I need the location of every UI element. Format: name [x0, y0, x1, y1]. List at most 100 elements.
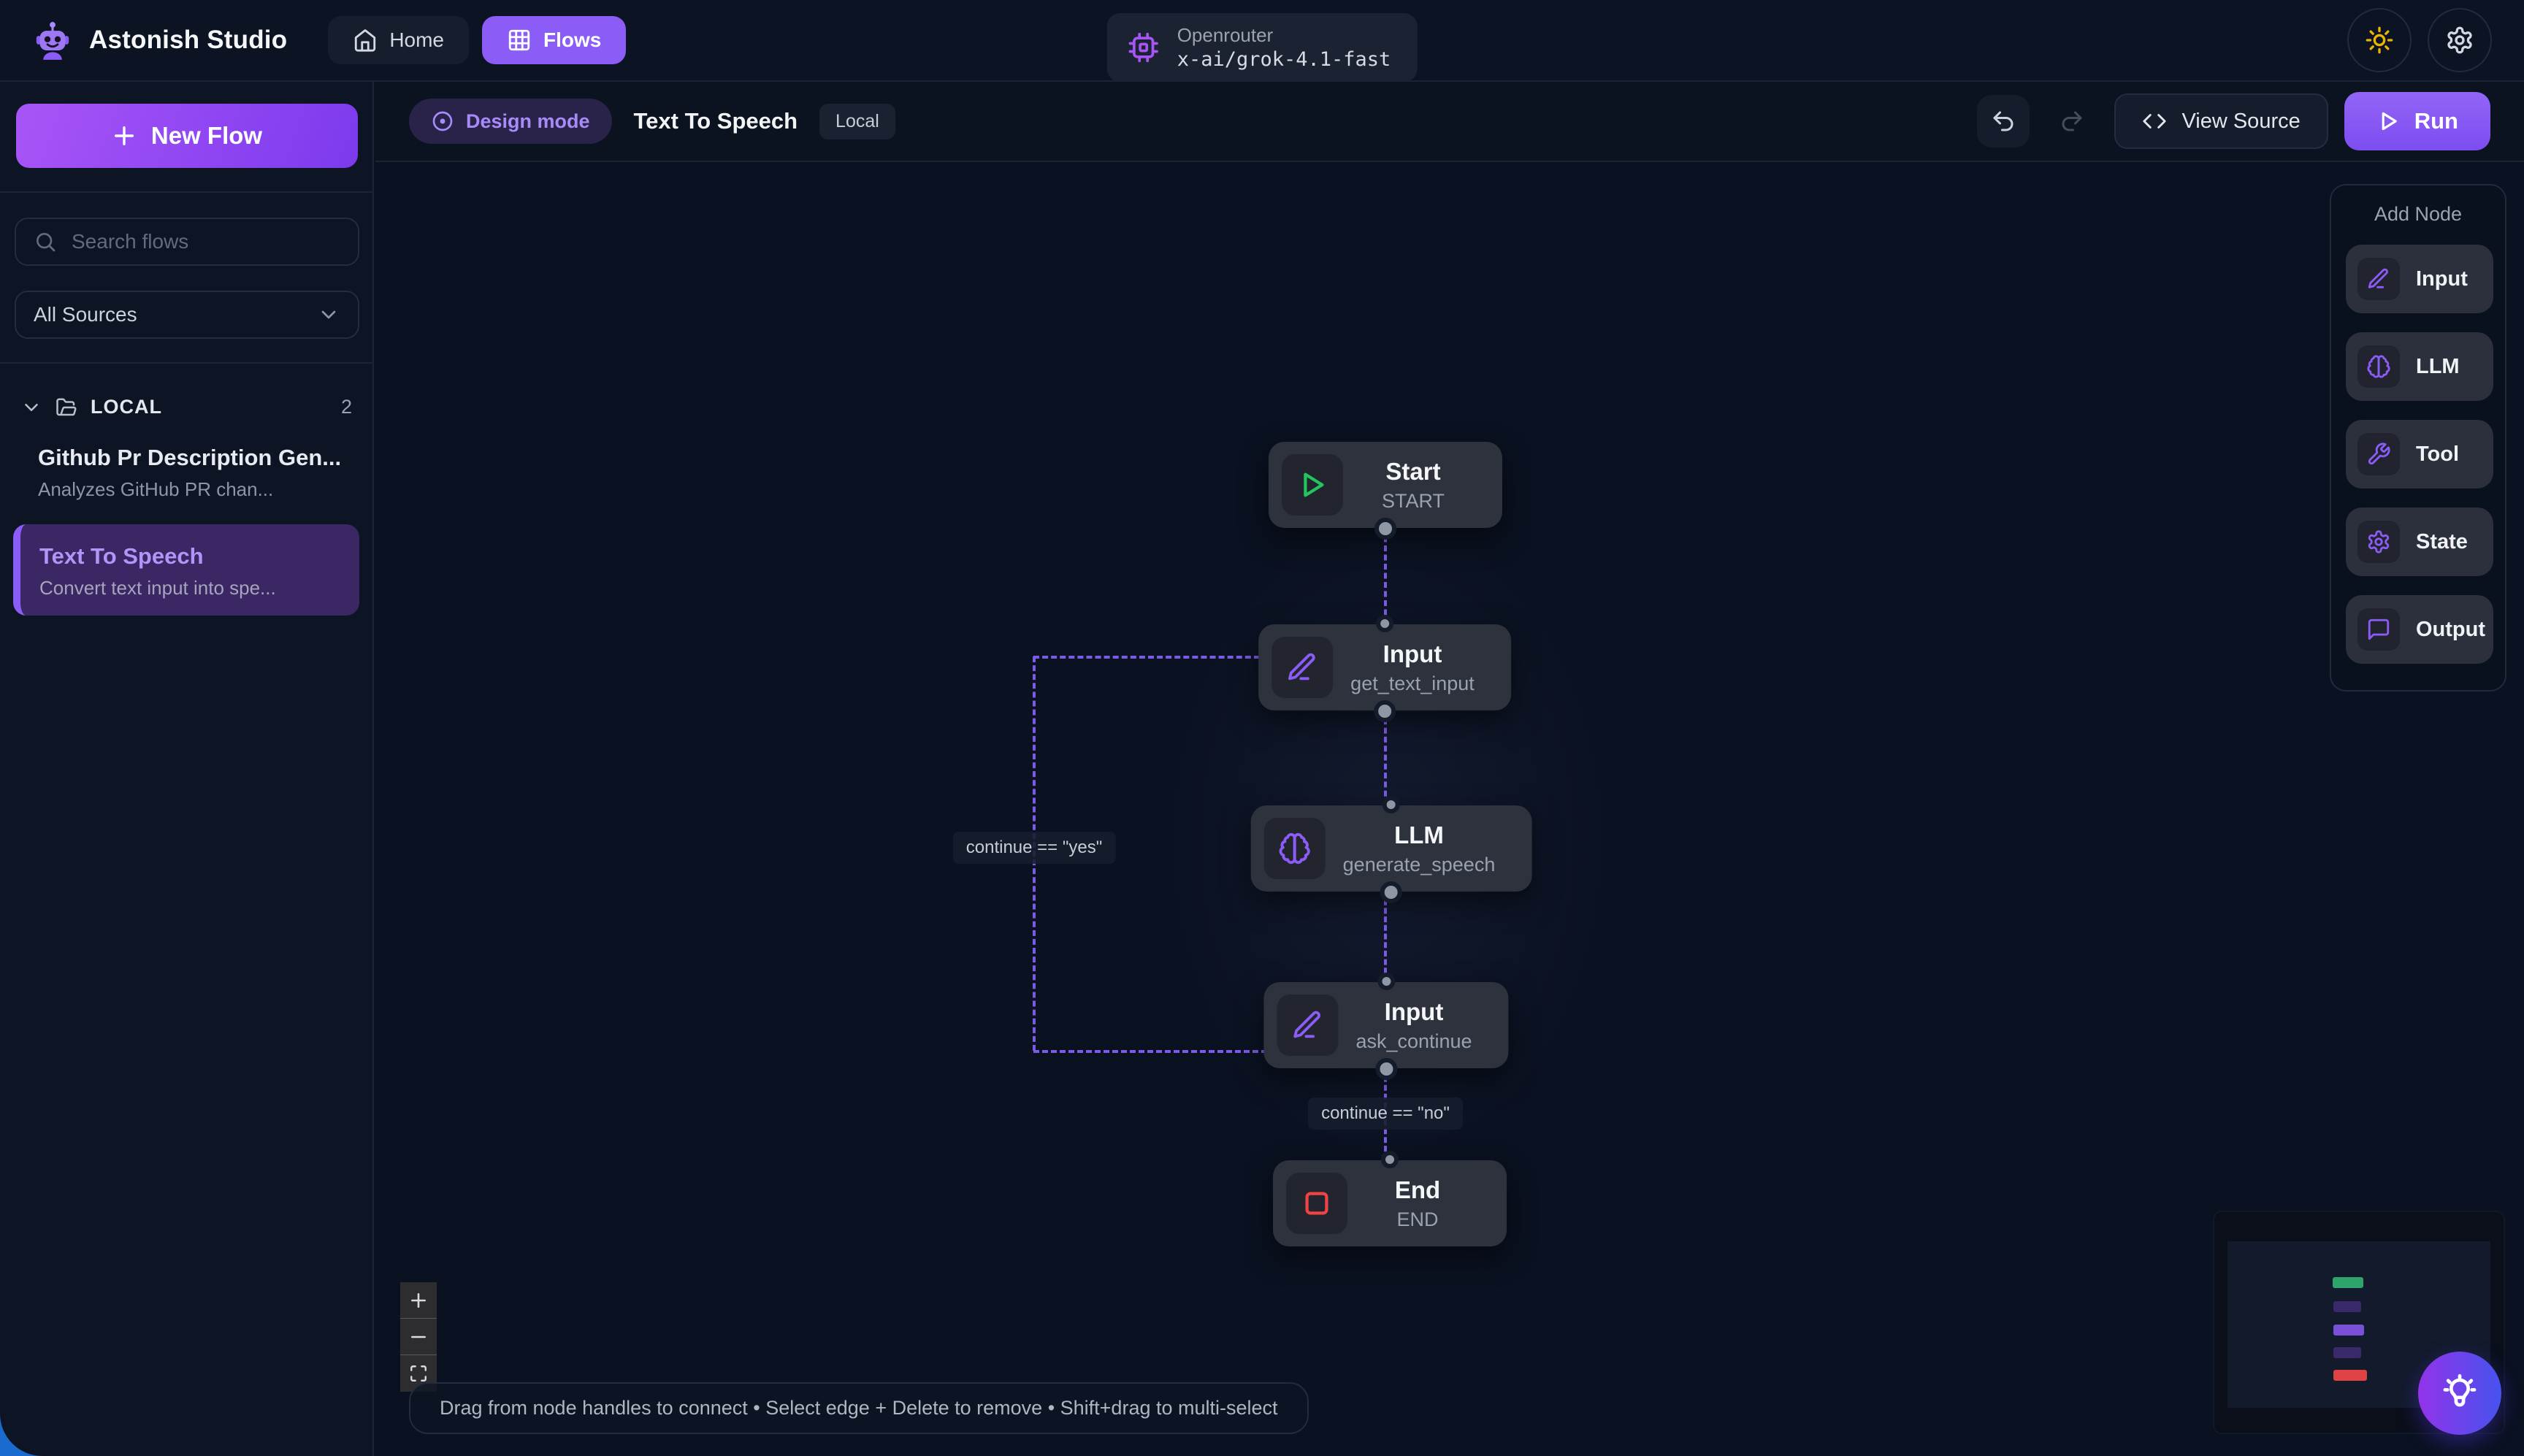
add-node-label: LLM — [2416, 354, 2460, 378]
scope-badge: Local — [819, 103, 895, 139]
plus-icon — [112, 123, 137, 148]
redo-button[interactable] — [2046, 95, 2098, 147]
edge-llm-to-ask[interactable] — [1384, 891, 1387, 982]
topbar: Astonish Studio Home Flows — [0, 0, 2524, 83]
play-icon — [1282, 454, 1343, 516]
design-mode-label: Design mode — [466, 110, 590, 132]
minus-icon — [409, 1327, 428, 1346]
view-source-button[interactable]: View Source — [2114, 93, 2328, 149]
search-icon — [34, 230, 57, 253]
design-mode-badge: Design mode — [409, 99, 612, 144]
node-handle[interactable] — [1377, 973, 1395, 990]
flow-item-subtitle: Convert text input into spe... — [39, 577, 276, 599]
brain-icon — [1263, 818, 1326, 879]
node-subtitle: get_text_input — [1350, 672, 1475, 694]
plus-icon — [409, 1291, 428, 1310]
source-filter-select[interactable]: All Sources — [15, 291, 359, 339]
add-output-node-button[interactable]: Output — [2346, 595, 2493, 664]
search-input[interactable] — [72, 230, 340, 253]
sun-icon — [2365, 26, 2394, 55]
run-button[interactable]: Run — [2344, 92, 2490, 150]
home-icon — [353, 28, 378, 53]
canvas-hint-bar: Drag from node handles to connect • Sele… — [409, 1382, 1309, 1434]
edge-label-continue-yes[interactable]: continue == "yes" — [952, 832, 1116, 864]
zoom-controls — [400, 1282, 437, 1392]
flow-list-item-github-pr[interactable]: Github Pr Description Gen... Analyzes Gi… — [13, 426, 359, 517]
add-node-label: Input — [2416, 267, 2468, 291]
theme-toggle-button[interactable] — [2347, 8, 2412, 72]
flow-item-title: Text To Speech — [39, 543, 204, 569]
model-name: x-ai/grok-4.1-fast — [1177, 47, 1391, 71]
add-node-label: State — [2416, 529, 2468, 553]
view-source-label: View Source — [2181, 109, 2301, 133]
local-section-label: LOCAL — [91, 396, 162, 418]
local-section-header[interactable]: LOCAL 2 — [20, 396, 352, 418]
redo-icon — [2059, 108, 2085, 134]
add-tool-node-button[interactable]: Tool — [2346, 420, 2493, 488]
minimap-node-ask — [2333, 1347, 2361, 1358]
run-label: Run — [2414, 108, 2458, 134]
undo-button[interactable] — [1977, 95, 2030, 147]
pen-icon — [1271, 637, 1334, 698]
add-state-node-button[interactable]: State — [2346, 507, 2493, 576]
maximize-icon — [409, 1364, 428, 1383]
minimap-node-llm — [2333, 1325, 2364, 1336]
node-title: Input — [1383, 640, 1442, 667]
local-section-count: 2 — [340, 396, 352, 418]
node-ask-continue[interactable]: Input ask_continue — [1263, 973, 1509, 1080]
divider — [0, 191, 372, 193]
minimap-node-end — [2333, 1370, 2367, 1381]
code-icon — [2142, 109, 2167, 134]
edge-loop-bottom[interactable] — [1033, 1050, 1267, 1053]
node-title: LLM — [1394, 821, 1444, 848]
edge-loop-top[interactable] — [1033, 656, 1269, 659]
model-chip[interactable]: Openrouter x-ai/grok-4.1-fast — [1106, 13, 1418, 83]
grid-icon — [507, 28, 532, 53]
node-handle[interactable] — [1373, 700, 1396, 722]
sidebar: New Flow All Sources — [0, 82, 374, 1456]
flow-item-title: Github Pr Description Gen... — [38, 445, 342, 470]
add-input-node-button[interactable]: Input — [2346, 245, 2493, 313]
square-icon — [1286, 1173, 1347, 1234]
search-flows-field — [15, 218, 359, 266]
assistant-button[interactable] — [2418, 1352, 2501, 1435]
settings-button[interactable] — [2428, 8, 2492, 72]
nav-home-button[interactable]: Home — [328, 16, 470, 64]
node-handle[interactable] — [1381, 1151, 1399, 1168]
new-flow-button[interactable]: New Flow — [16, 104, 358, 168]
flow-list-item-text-to-speech[interactable]: Text To Speech Convert text input into s… — [13, 524, 359, 616]
add-node-panel: Add Node Input LLM Tool — [2330, 184, 2506, 691]
nav-flows-label: Flows — [543, 28, 602, 51]
canvas-header: Design mode Text To Speech Local — [375, 82, 2524, 162]
model-provider: Openrouter — [1177, 24, 1274, 46]
add-llm-node-button[interactable]: LLM — [2346, 332, 2493, 401]
node-get-text-input[interactable]: Input get_text_input — [1258, 615, 1511, 722]
app-title: Astonish Studio — [89, 26, 288, 54]
node-generate-speech[interactable]: LLM generate_speech — [1250, 796, 1532, 903]
node-handle[interactable] — [1375, 1058, 1397, 1080]
node-start[interactable]: Start START — [1269, 442, 1502, 540]
chevron-down-icon — [20, 396, 42, 418]
edge-input-to-llm[interactable] — [1384, 710, 1387, 805]
lightbulb-icon — [2439, 1373, 2480, 1414]
wrench-icon — [2357, 433, 2400, 475]
node-handle[interactable] — [1382, 796, 1400, 813]
speech-bubble-icon — [2357, 608, 2400, 651]
nav-flows-button[interactable]: Flows — [482, 16, 627, 64]
node-title: Start — [1385, 458, 1441, 485]
zoom-in-button[interactable] — [400, 1282, 437, 1319]
flow-title: Text To Speech — [633, 108, 798, 134]
node-handle[interactable] — [1380, 881, 1402, 903]
flow-item-subtitle: Analyzes GitHub PR chan... — [38, 478, 274, 500]
pen-icon — [1277, 995, 1339, 1056]
zoom-out-button[interactable] — [400, 1319, 437, 1355]
node-handle[interactable] — [1375, 615, 1393, 632]
node-title: Input — [1384, 998, 1444, 1025]
node-handle[interactable] — [1374, 518, 1396, 540]
nav-home-label: Home — [389, 28, 445, 51]
node-end[interactable]: End END — [1273, 1151, 1507, 1246]
edge-start-to-input[interactable] — [1384, 527, 1387, 624]
edge-label-continue-no[interactable]: continue == "no" — [1308, 1097, 1463, 1130]
add-node-title: Add Node — [2374, 203, 2463, 225]
gear-icon — [2357, 521, 2400, 563]
